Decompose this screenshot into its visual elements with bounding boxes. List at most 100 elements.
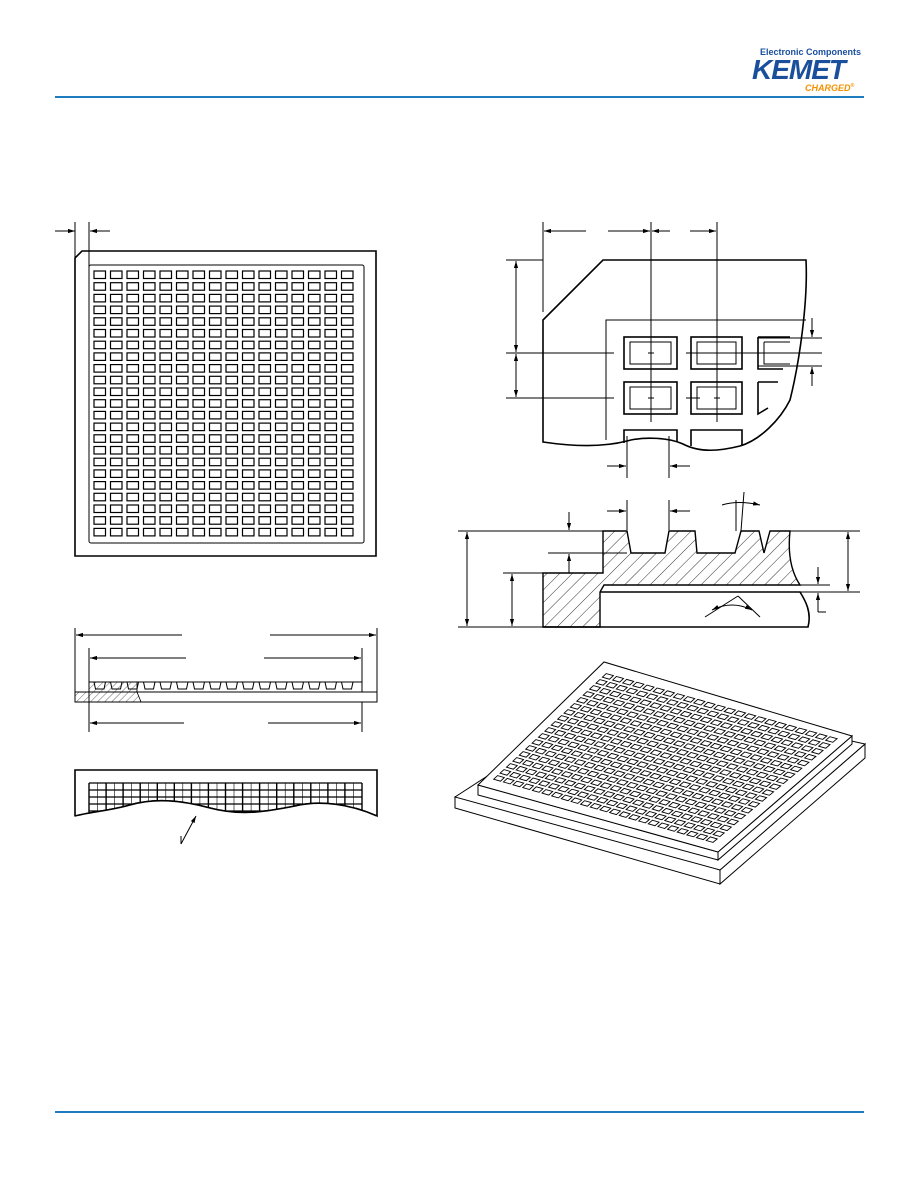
iso-pocket	[716, 815, 730, 823]
iso-pocket	[580, 753, 594, 760]
tray-pocket	[159, 445, 173, 455]
iso-pocket	[725, 763, 739, 770]
tray-pocket	[159, 293, 173, 303]
tray-pocket	[225, 270, 239, 280]
tray-pocket	[109, 387, 123, 397]
iso-pocket	[627, 814, 641, 821]
iso-pocket	[557, 785, 570, 793]
tray-pocket	[109, 422, 123, 432]
iso-pocket	[560, 723, 573, 731]
tray-pocket	[258, 387, 272, 397]
tray-pocket	[225, 492, 239, 502]
iso-pocket	[706, 734, 720, 741]
tray-pocket	[192, 270, 206, 280]
tray-pocket	[192, 375, 206, 385]
iso-pocket	[567, 765, 580, 772]
side-pocket	[275, 681, 288, 690]
tray-pocket	[192, 364, 206, 373]
iso-pocket	[702, 772, 716, 779]
tray-pocket	[258, 481, 272, 490]
tray-pocket	[225, 422, 239, 432]
iso-pocket	[645, 764, 659, 771]
tray-pocket	[109, 445, 123, 455]
iso-pocket	[599, 805, 612, 813]
tray-pocket	[142, 410, 156, 420]
tray-pocket	[291, 317, 305, 326]
iso-pocket	[534, 771, 548, 779]
iso-pocket	[557, 738, 570, 746]
iso-pocket	[649, 749, 663, 757]
iso-pocket	[652, 781, 666, 789]
iso-pocket	[655, 790, 669, 797]
iso-pocket	[499, 769, 512, 776]
iso-pocket	[601, 673, 615, 680]
iso-pocket	[679, 710, 693, 718]
iso-pocket	[672, 763, 686, 771]
iso-pocket	[766, 751, 780, 758]
iso-pocket	[547, 783, 561, 790]
tray-pocket	[324, 293, 338, 303]
tray-pocket	[192, 469, 206, 478]
iso-pocket	[763, 719, 778, 726]
tray-pocket	[175, 340, 189, 350]
tray-pocket	[307, 270, 321, 280]
logo-registered-mark: ®	[850, 83, 855, 89]
iso-pocket	[676, 725, 690, 733]
tray-pocket	[258, 270, 272, 280]
tray-pocket	[109, 328, 123, 338]
iso-pocket	[656, 822, 670, 830]
iso-pocket	[685, 775, 699, 783]
iso-pocket	[649, 772, 662, 780]
iso-pocket	[598, 687, 612, 695]
iso-pocket	[666, 722, 680, 730]
tray-pocket	[208, 317, 222, 326]
tray-pocket	[241, 527, 255, 537]
tray-pocket	[340, 410, 354, 420]
iso-pocket	[505, 763, 519, 770]
iso-pocket	[676, 828, 690, 835]
tray-pocket	[142, 527, 156, 537]
iso-pocket	[557, 762, 571, 769]
iso-pocket	[573, 711, 586, 719]
iso-pocket	[632, 705, 646, 713]
iso-pocket	[616, 755, 630, 763]
tray-pocket	[142, 445, 156, 455]
tray-pocket	[208, 399, 222, 408]
tray-pocket	[126, 457, 140, 467]
tray-pocket	[109, 481, 123, 490]
iso-pocket	[647, 819, 661, 827]
tray-pocket	[274, 410, 288, 420]
side-pocket	[225, 681, 238, 690]
iso-pocket	[560, 771, 574, 778]
iso-pocket	[602, 791, 616, 798]
tray-pocket	[225, 352, 239, 361]
tray-pocket	[274, 399, 288, 408]
tray-pocket	[324, 387, 338, 397]
iso-pocket	[642, 684, 655, 692]
iso-pocket	[680, 813, 694, 821]
tray-pocket	[307, 434, 321, 443]
tray-pocket	[142, 317, 156, 326]
tray-pocket	[192, 282, 206, 291]
iso-pocket	[667, 801, 681, 809]
tray-pocket	[93, 270, 107, 280]
iso-pocket	[612, 793, 626, 801]
tray-pocket	[258, 410, 272, 420]
iso-pocket	[586, 699, 599, 707]
tray-pocket	[307, 375, 321, 385]
tray-pocket	[307, 422, 321, 432]
iso-pocket	[744, 792, 758, 799]
iso-pocket	[619, 787, 632, 795]
tray-pocket	[142, 457, 156, 467]
tray-pocket	[159, 352, 173, 361]
tray-pocket	[291, 516, 305, 525]
tray-pocket	[175, 352, 189, 361]
iso-pocket	[599, 735, 613, 742]
tray-pocket	[307, 504, 321, 514]
footer-rule	[55, 1111, 864, 1113]
tray-pocket	[291, 527, 305, 537]
iso-pocket	[719, 745, 733, 753]
iso-pocket	[692, 698, 706, 706]
iso-pocket	[596, 796, 609, 804]
side-pocket	[308, 681, 321, 690]
